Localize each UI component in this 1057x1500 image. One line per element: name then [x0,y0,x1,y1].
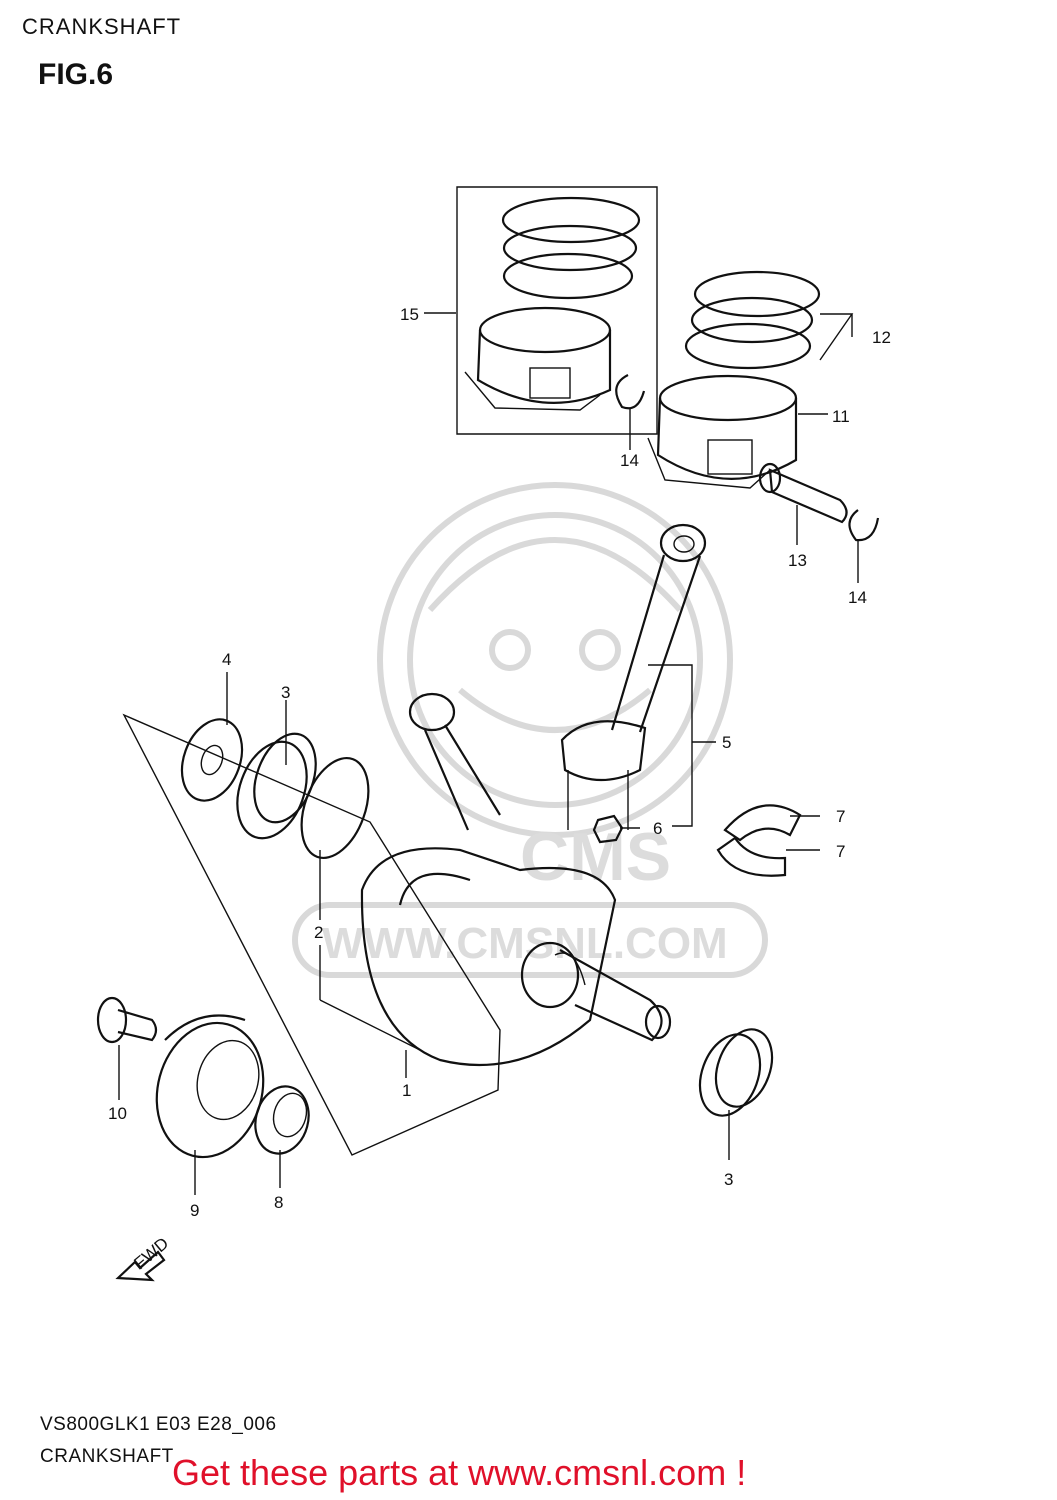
callout-1: 1 [402,1081,411,1100]
callout-15: 15 [400,305,419,324]
nut-6 [592,814,640,844]
callout-11: 11 [832,407,850,426]
callout-3-left: 3 [281,683,290,702]
callout-10: 10 [108,1104,127,1123]
piston-11 [647,374,828,489]
fwd-arrow-icon: FWD [115,1234,172,1282]
crankshaft-1 [122,692,672,1156]
cms-watermark: CMS WWW.CMSNL.COM [292,482,768,978]
primary-gear-9 [155,1014,265,1195]
circlip-14-right [848,509,880,583]
piston-rings-12 [684,270,854,370]
piston-assembly-15 [456,186,658,435]
callout-5: 5 [722,733,731,752]
gear-8 [254,1085,310,1188]
callout-3-right: 3 [724,1170,733,1189]
main-bearing-3-left [236,700,317,840]
thrust-ring-2 [300,756,370,1000]
callout-4: 4 [222,650,231,669]
callout-14-left: 14 [620,451,639,470]
diagram-header-title: CRANKSHAFT [22,14,182,39]
callout-13: 13 [788,551,807,570]
model-code: VS800GLK1 E03 E28_006 [40,1414,277,1435]
main-bearing-3-right [698,1028,774,1160]
footer-subtitle: CRANKSHAFT [40,1446,174,1467]
circlip-14-left [615,374,646,450]
callout-9: 9 [190,1201,199,1220]
promo-link-text[interactable]: Get these parts at www.cmsnl.com ! [172,1452,747,1493]
callout-14-right: 14 [848,588,867,607]
callout-6: 6 [653,819,662,838]
callout-2: 2 [314,923,323,942]
watermark-logo-text: CMS [520,819,671,895]
callout-12: 12 [872,328,891,347]
callout-8: 8 [274,1193,283,1212]
bolt-10 [96,996,158,1100]
connecting-rod-5 [560,523,716,830]
figure-number: FIG.6 [38,58,114,91]
callout-labels: 1 2 3 3 4 5 6 7 7 8 9 10 11 12 13 14 14 … [108,305,891,1220]
callout-7-upper: 7 [836,807,845,826]
fwd-label: FWD [130,1234,172,1273]
callout-7-lower: 7 [836,842,845,861]
thrust-washer-4 [180,672,244,802]
conrod-bearings-7 [716,804,820,877]
piston-pin-13 [758,462,848,545]
